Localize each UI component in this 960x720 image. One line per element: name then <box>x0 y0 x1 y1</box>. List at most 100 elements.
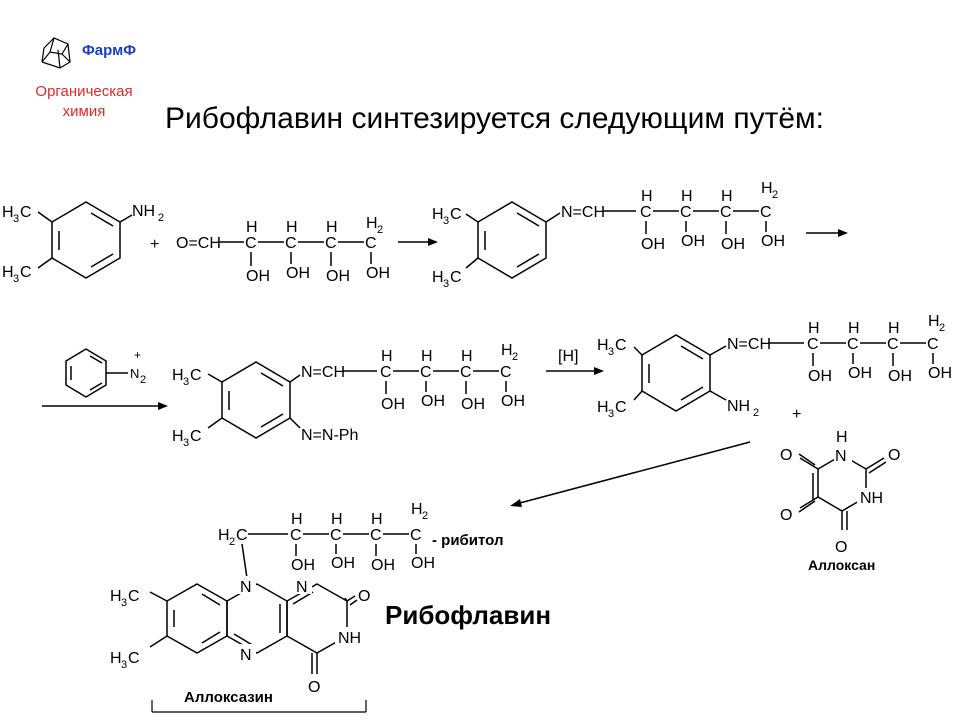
alloxan-o-label: O <box>780 447 792 464</box>
chain-h-label: H <box>366 215 378 232</box>
chain-sub-label: 2 <box>422 510 428 522</box>
chain-h-label: H <box>761 180 773 197</box>
methyl-sub-label: 3 <box>13 273 19 285</box>
alloxan-o-label: O <box>888 447 900 464</box>
imine-label: N=CH <box>561 204 605 221</box>
reduction-label: [H] <box>558 348 578 365</box>
alloxan-label: Аллоксан <box>808 557 876 573</box>
chain-oh-label: OH <box>421 393 445 410</box>
diazonium-n-label: N <box>130 366 139 381</box>
chain-h-label: H <box>721 188 733 205</box>
adamantane-logo-icon <box>41 37 71 69</box>
alloxan-structure: H N NH O O O O <box>780 429 900 556</box>
logo-subtitle-line1: Органическая <box>35 83 133 100</box>
ring-n-label: N <box>240 647 252 664</box>
methyl-sub-label: 3 <box>121 659 127 671</box>
plus-sign: + <box>792 406 801 423</box>
methyl-h-label: H <box>597 337 609 354</box>
methyl-c-label: C <box>450 206 462 223</box>
chain-c-label: C <box>460 364 472 381</box>
chain-c-label: C <box>380 364 392 381</box>
chain-h-label: H <box>681 188 693 205</box>
chain-h-label: H <box>286 219 298 236</box>
alloxazine-label: Аллоксазин <box>184 689 273 706</box>
chain-c-label: C <box>640 204 652 221</box>
imine-label: N=CH <box>301 364 345 381</box>
methyl-c-label: C <box>615 399 627 416</box>
logo-subtitle: Органическая химия <box>18 82 150 122</box>
dimethylaniline-structure: NH 2 H 3 C H 3 C <box>2 201 164 285</box>
chain-h-label: H <box>326 219 338 236</box>
amine-sub-label: 2 <box>158 212 164 224</box>
methyl-sub-label: 3 <box>443 278 449 290</box>
chain-h-label: H <box>291 511 303 528</box>
methyl-h-label: H <box>110 588 122 605</box>
imine-label: N=CH <box>727 336 771 353</box>
diamine-structure: H 3 C H 3 C N=CH NH 2 C H OH C H OH C H … <box>597 313 952 420</box>
chain-h-label: H <box>421 348 433 365</box>
chain-c-label: C <box>410 527 422 544</box>
alloxan-o-label: O <box>835 539 847 556</box>
methyl-sub-label: 3 <box>443 215 449 227</box>
methyl-sub-label: 3 <box>183 437 189 449</box>
page-title: Рибофлавин синтезируется следующим путём… <box>165 102 824 135</box>
chain-h-label: H <box>246 219 258 236</box>
riboflavin-structure: H 2 C C H OH C H OH C H OH C H 2 OH <box>110 501 435 696</box>
methyl-h-label: H <box>172 367 184 384</box>
chain-oh-label: OH <box>721 236 745 253</box>
chain-c-label: C <box>325 235 337 252</box>
aldehyde-label: O=CH <box>176 235 221 252</box>
phenyldiazonium-structure: + N 2 <box>65 348 146 398</box>
reaction-arrow <box>42 402 168 410</box>
methyl-h-label: H <box>2 204 14 221</box>
chain-c-label: C <box>285 235 297 252</box>
chain-c-label: C <box>927 336 939 353</box>
methyl-c-label: C <box>190 428 202 445</box>
methyl-sub-label: 3 <box>121 597 127 609</box>
azo-label: N=N-Ph <box>301 427 358 444</box>
methyl-h-label: H <box>597 399 609 416</box>
chain-oh-label: OH <box>331 555 355 572</box>
chain-c-label: C <box>887 336 899 353</box>
methyl-h-label: H <box>432 269 444 286</box>
amine-nh-label: NH <box>132 203 155 220</box>
reaction-arrow <box>806 229 848 237</box>
diazonium-charge-label: + <box>134 348 141 362</box>
chain-h-label: H <box>411 501 423 518</box>
chain-h-label: H <box>381 348 393 365</box>
chain-oh-label: OH <box>808 368 832 385</box>
alloxan-h-label: H <box>836 429 848 446</box>
chain-oh-label: OH <box>848 365 872 382</box>
chain-h-label: H <box>461 348 473 365</box>
alloxan-nh-label: NH <box>860 490 883 507</box>
chain-oh-label: OH <box>641 236 665 253</box>
chain-sub-label: 2 <box>377 224 383 236</box>
chain-h-label: H <box>848 320 860 337</box>
amine-sub-label: 2 <box>753 407 759 419</box>
chain-oh-label: OH <box>381 396 405 413</box>
ring-o-label: O <box>358 588 370 605</box>
chain-c-label: C <box>680 204 692 221</box>
chain-oh-label: OH <box>761 233 785 250</box>
chain-h-label: H <box>808 320 820 337</box>
chain-h-label: H <box>331 511 343 528</box>
methyl-h-label: H <box>110 650 122 667</box>
chain-c-label: C <box>365 235 377 252</box>
methyl-sub-label: 3 <box>608 346 614 358</box>
chain-oh-label: OH <box>371 557 395 574</box>
chain-c-label: C <box>370 527 382 544</box>
methyl-c-label: C <box>128 650 140 667</box>
chain-h-label: H <box>888 320 900 337</box>
alloxazine-bracket <box>151 700 367 713</box>
chain-c-label: C <box>245 235 257 252</box>
chain-oh-label: OH <box>501 393 525 410</box>
chain-c-label: C <box>807 336 819 353</box>
schiff-base-structure: H 3 C H 3 C N=CH C H OH C H OH C H OH C … <box>432 180 785 290</box>
methyl-c-label: C <box>20 204 32 221</box>
logo-name: ФармФ <box>82 42 137 59</box>
amine-nh-label: NH <box>727 398 750 415</box>
chain-oh-label: OH <box>411 555 435 572</box>
chain-oh-label: OH <box>461 396 485 413</box>
chain-sub-label: 2 <box>939 322 945 334</box>
chain-c-label: C <box>420 364 432 381</box>
